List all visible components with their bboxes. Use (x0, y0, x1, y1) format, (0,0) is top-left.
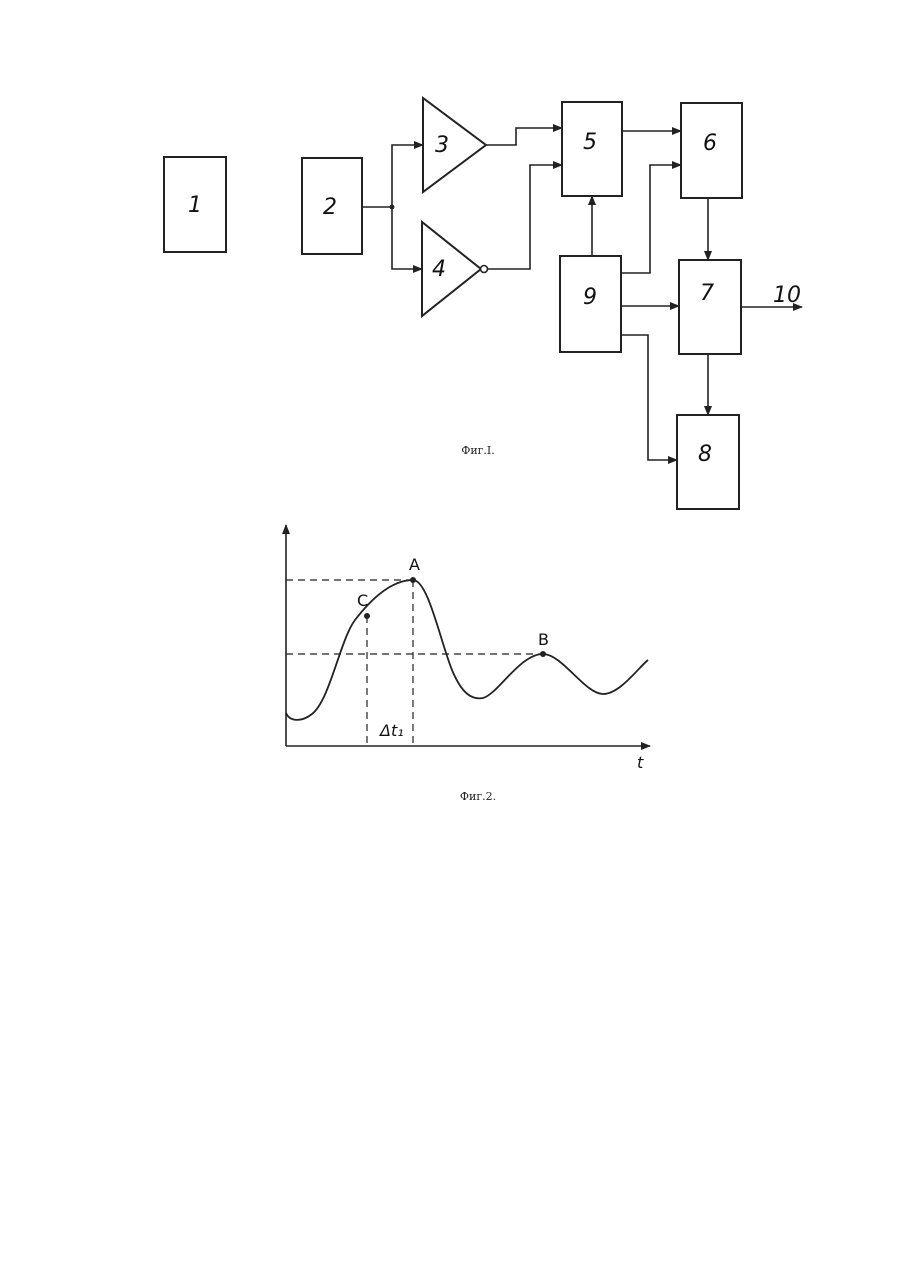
delta-t1-label: Δt₁ (378, 721, 404, 740)
block-7-label: 7 (700, 281, 714, 306)
point-a-marker (410, 577, 416, 583)
block-8-label: 8 (698, 442, 712, 467)
figure-2-waveform: t A B C Δt₁ Фиг.2. (286, 525, 650, 803)
output-10-label: 10 (773, 283, 801, 308)
figure-1-caption: Фиг.I. (461, 444, 495, 457)
amplifier-4-label: 4 (432, 257, 446, 282)
block-2: 2 (302, 158, 362, 254)
inverter-bubble (481, 266, 488, 273)
amplifier-3: 3 (423, 98, 486, 192)
block-1-label: 1 (188, 193, 202, 218)
block-1: 1 (164, 157, 226, 252)
inverting-amplifier-4: 4 (422, 222, 488, 316)
signal-curve (286, 580, 648, 720)
point-a-label: A (409, 555, 420, 574)
block-6: 6 (681, 103, 742, 198)
block-8: 8 (677, 415, 739, 509)
x-axis-label: t (637, 753, 644, 772)
block-5: 5 (562, 102, 622, 196)
block-2-label: 2 (323, 195, 337, 220)
point-b-label: B (538, 630, 549, 649)
point-c-marker (364, 613, 370, 619)
amplifier-3-label: 3 (435, 133, 449, 158)
figure-2-caption: Фиг.2. (460, 790, 496, 803)
block-9-label: 9 (583, 285, 597, 310)
block-5-label: 5 (583, 130, 597, 155)
block-9: 9 (560, 256, 621, 352)
block-7: 7 (679, 260, 741, 354)
figure-1-block-diagram: 1 2 3 4 5 6 9 (164, 98, 802, 509)
point-c-label: C (357, 591, 368, 610)
point-b-marker (540, 651, 546, 657)
block-6-label: 6 (703, 131, 717, 156)
